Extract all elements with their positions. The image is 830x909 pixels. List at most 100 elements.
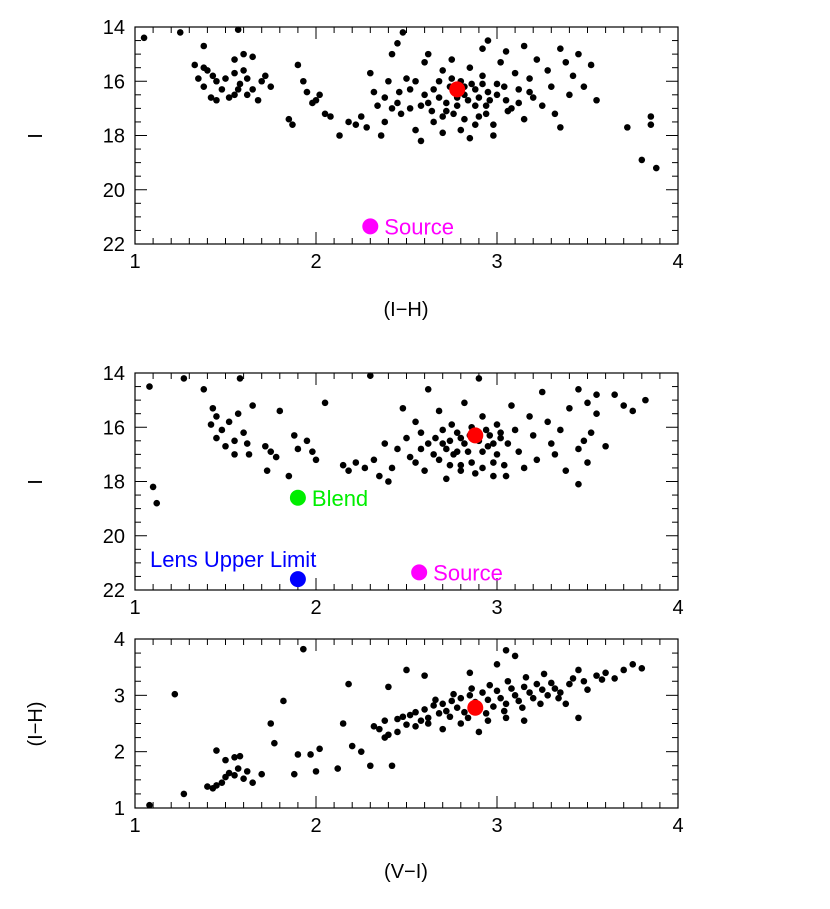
highlight-point	[467, 427, 484, 444]
star-point	[502, 96, 510, 104]
star-point	[213, 77, 220, 85]
star-point	[231, 69, 238, 77]
star-point	[490, 121, 497, 128]
star-point	[502, 700, 510, 708]
y-tick-label: 16	[103, 417, 125, 439]
star-point	[464, 448, 472, 455]
star-point	[450, 451, 457, 458]
star-point	[490, 132, 497, 139]
y-tick-label: 18	[103, 126, 125, 148]
star-point	[475, 113, 483, 120]
star-point	[587, 61, 595, 69]
star-point	[367, 762, 374, 770]
star-point	[249, 779, 256, 786]
star-point	[303, 437, 311, 445]
star-point	[388, 464, 396, 472]
star-point	[461, 399, 468, 407]
star-point	[249, 86, 256, 93]
star-point	[399, 713, 407, 721]
star-point	[140, 34, 148, 42]
star-point	[497, 434, 504, 442]
star-point	[316, 745, 323, 753]
panel-bottom-xlabel: (V−I)	[384, 861, 428, 883]
star-point	[471, 470, 479, 477]
star-point	[225, 418, 233, 426]
highlight-label: Source	[433, 560, 503, 585]
star-point	[403, 721, 410, 728]
star-point	[385, 683, 392, 691]
star-point	[448, 75, 456, 82]
star-point	[538, 388, 546, 396]
x-tick-label: 1	[129, 815, 140, 837]
star-point	[222, 442, 229, 450]
star-point	[435, 94, 443, 101]
star-point	[544, 67, 551, 74]
panel-bottom-field-stars	[146, 645, 646, 809]
star-point	[629, 407, 637, 415]
star-point	[428, 107, 436, 115]
star-point	[468, 80, 475, 88]
star-point	[569, 72, 577, 80]
star-point	[195, 75, 202, 82]
star-point	[443, 475, 450, 483]
star-point	[526, 413, 533, 420]
star-point	[213, 413, 220, 420]
star-point	[482, 426, 490, 434]
star-point	[234, 765, 242, 772]
star-point	[406, 453, 414, 461]
star-point	[439, 700, 447, 708]
star-point	[446, 713, 454, 721]
star-point	[395, 88, 403, 96]
star-point	[424, 99, 432, 107]
star-point	[218, 86, 226, 93]
star-point	[647, 121, 655, 128]
star-point	[336, 132, 343, 139]
star-point	[231, 772, 238, 779]
star-point	[529, 694, 537, 702]
star-point	[443, 445, 450, 453]
star-point	[468, 685, 475, 692]
star-point	[222, 75, 229, 82]
star-point	[443, 707, 450, 715]
star-point	[502, 714, 510, 722]
star-point	[475, 94, 483, 101]
star-point	[593, 410, 600, 417]
star-point	[457, 694, 465, 702]
star-point	[502, 646, 510, 654]
star-point	[493, 451, 501, 458]
highlight-point	[289, 489, 306, 506]
star-point	[276, 407, 284, 415]
star-point	[624, 124, 631, 131]
star-point	[309, 448, 316, 455]
star-point	[191, 61, 199, 69]
star-point	[300, 77, 307, 85]
star-point	[245, 451, 253, 458]
star-point	[490, 440, 497, 447]
star-point	[466, 669, 474, 677]
star-point	[399, 29, 407, 36]
star-point	[486, 432, 494, 439]
star-point	[642, 396, 649, 404]
star-point	[584, 686, 591, 693]
star-point	[457, 467, 465, 474]
star-point	[312, 456, 320, 464]
star-point	[176, 29, 184, 36]
star-point	[520, 717, 528, 724]
star-point	[448, 421, 456, 428]
star-point	[421, 672, 428, 679]
star-point	[511, 69, 519, 77]
star-point	[529, 94, 537, 101]
star-point	[435, 710, 443, 717]
x-tick-label: 1	[129, 251, 140, 273]
star-point	[544, 692, 551, 699]
star-point	[598, 676, 606, 683]
star-point	[557, 689, 564, 696]
star-point	[602, 669, 609, 677]
star-point	[471, 86, 479, 93]
star-point	[486, 681, 494, 689]
star-point	[566, 404, 573, 412]
panel-middle-ylabel: I	[25, 479, 47, 485]
